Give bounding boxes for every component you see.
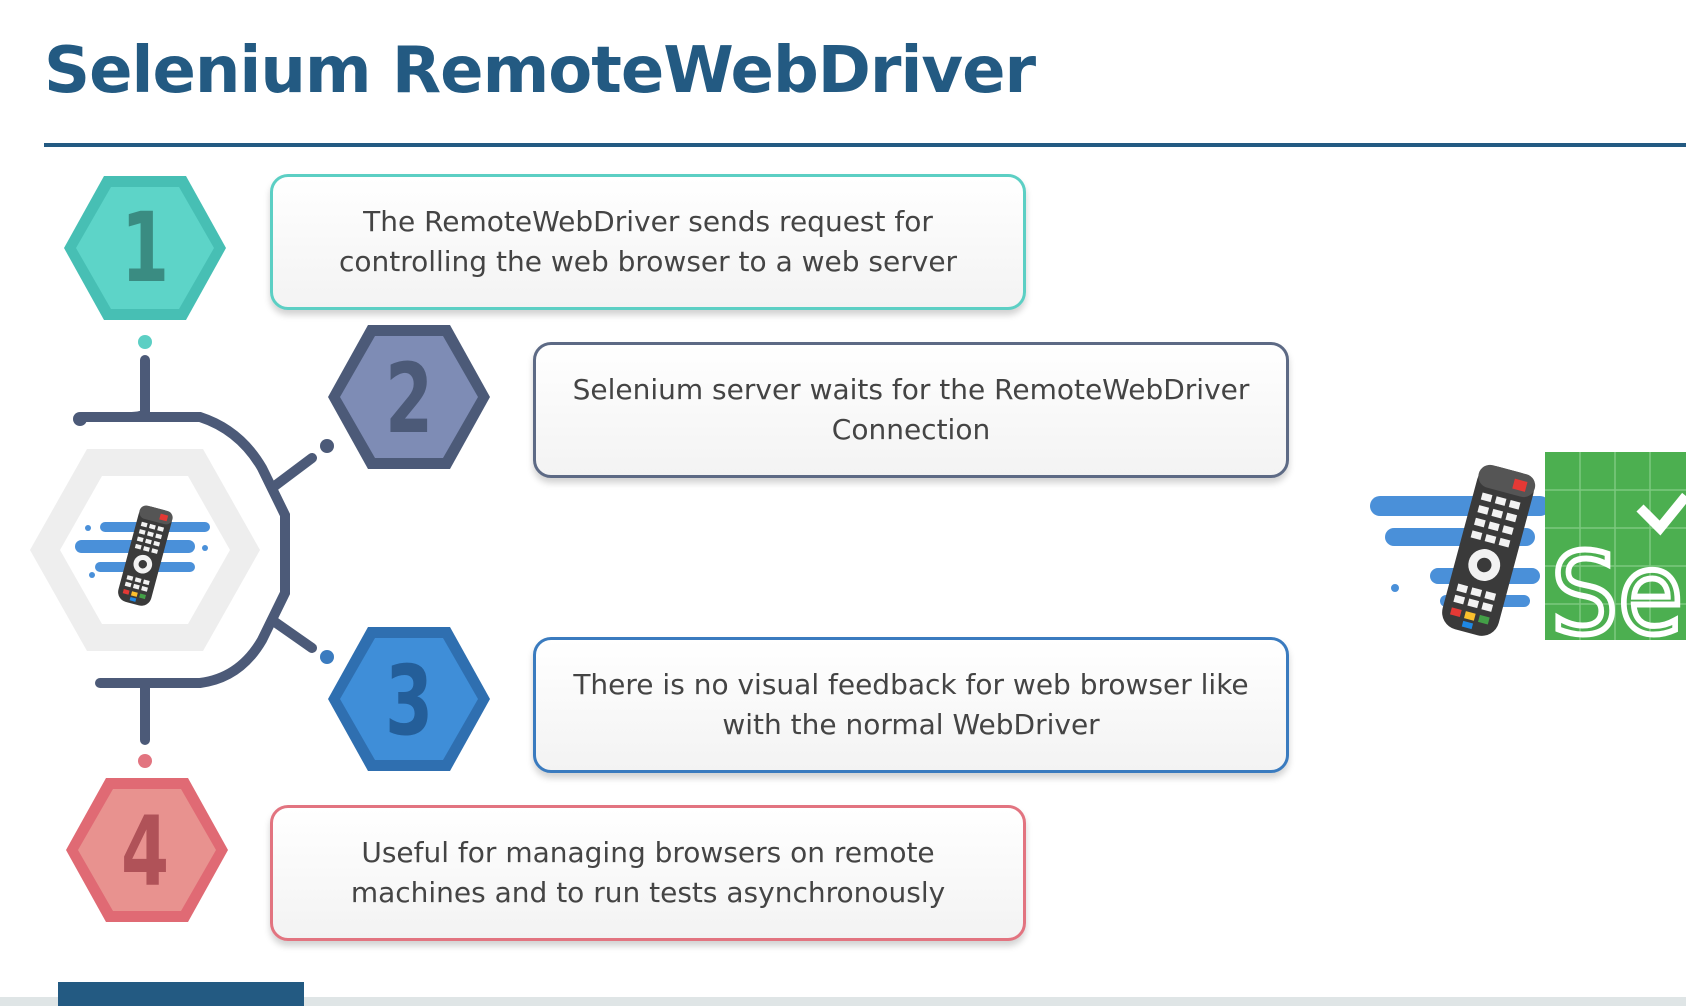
- footer-accent: [58, 982, 304, 1006]
- page-title: Selenium RemoteWebDriver: [44, 34, 1036, 108]
- connector-dot: [320, 439, 334, 453]
- connector-dot: [138, 754, 152, 768]
- remote-webdriver-illustration: [1370, 462, 1550, 640]
- step-1-description: The RemoteWebDriver sends request for co…: [270, 174, 1026, 310]
- step-1-hexagon: [64, 176, 226, 320]
- step-3-hexagon: [328, 627, 490, 771]
- step-2-number: 2: [384, 343, 434, 455]
- step-4-hexagon: [66, 778, 228, 922]
- step-2-hexagon: [328, 325, 490, 469]
- connector-dot: [138, 335, 152, 349]
- step-3-description: There is no visual feedback for web brow…: [533, 637, 1289, 773]
- step-4-description: Useful for managing browsers on remote m…: [270, 805, 1026, 941]
- logo-text: Se: [1551, 530, 1683, 660]
- footer-bar: [0, 997, 1686, 1006]
- step-2-description: Selenium server waits for the RemoteWebD…: [533, 342, 1289, 478]
- step-4-number: 4: [120, 796, 170, 908]
- connector-lines: [77, 355, 317, 745]
- title-underline: [44, 143, 1686, 147]
- connector-dot: [320, 650, 334, 664]
- step-1-number: 1: [120, 192, 170, 304]
- connector-dot: [73, 412, 87, 426]
- selenium-logo-icon: Se: [1545, 452, 1686, 663]
- center-hexagon: [30, 449, 260, 651]
- check-mark-icon: [1636, 492, 1686, 536]
- step-3-number: 3: [384, 645, 434, 757]
- remote-control-icon: [75, 503, 210, 609]
